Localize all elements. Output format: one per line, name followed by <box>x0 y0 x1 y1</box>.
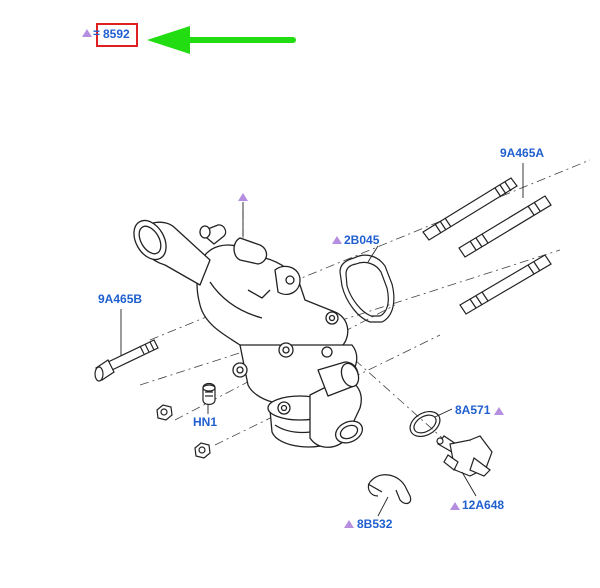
triangle-icon <box>82 29 92 37</box>
hn1-bolt <box>202 382 216 406</box>
sensor-12a648 <box>436 435 493 477</box>
header-equals: = <box>93 26 101 40</box>
callout-9a465a[interactable]: 9A465A <box>500 146 545 160</box>
part-number-highlight-box <box>96 23 138 47</box>
stud-9a465a-middle <box>458 195 552 258</box>
nut-bottom <box>194 442 211 459</box>
thermostat-housing <box>133 219 364 448</box>
triangle-icon <box>332 236 342 244</box>
triangle-icon <box>494 407 504 415</box>
callout-hn1[interactable]: HN1 <box>193 415 218 429</box>
clip-8b532 <box>367 474 412 505</box>
callout-12a648[interactable]: 12A648 <box>462 498 505 512</box>
o-ring-8a571 <box>409 410 441 438</box>
stud-9a465a-upper <box>422 177 518 241</box>
triangle-icon <box>238 193 248 201</box>
green-arrow-icon <box>147 26 296 54</box>
callout-2b045[interactable]: 2B045 <box>344 233 380 247</box>
stud-9a465a-lower <box>459 254 552 315</box>
callout-8a571[interactable]: 8A571 <box>455 403 491 417</box>
gasket-2b045 <box>339 254 395 323</box>
part-number[interactable]: 8592 <box>103 27 130 41</box>
callout-8b532[interactable]: 8B532 <box>357 517 393 531</box>
leader-lines <box>120 163 524 517</box>
bolt-9a465b <box>94 339 159 382</box>
triangle-icon <box>450 502 460 510</box>
triangle-icon <box>344 520 354 528</box>
callout-9a465b[interactable]: 9A465B <box>98 292 143 306</box>
nut-left <box>156 404 173 421</box>
